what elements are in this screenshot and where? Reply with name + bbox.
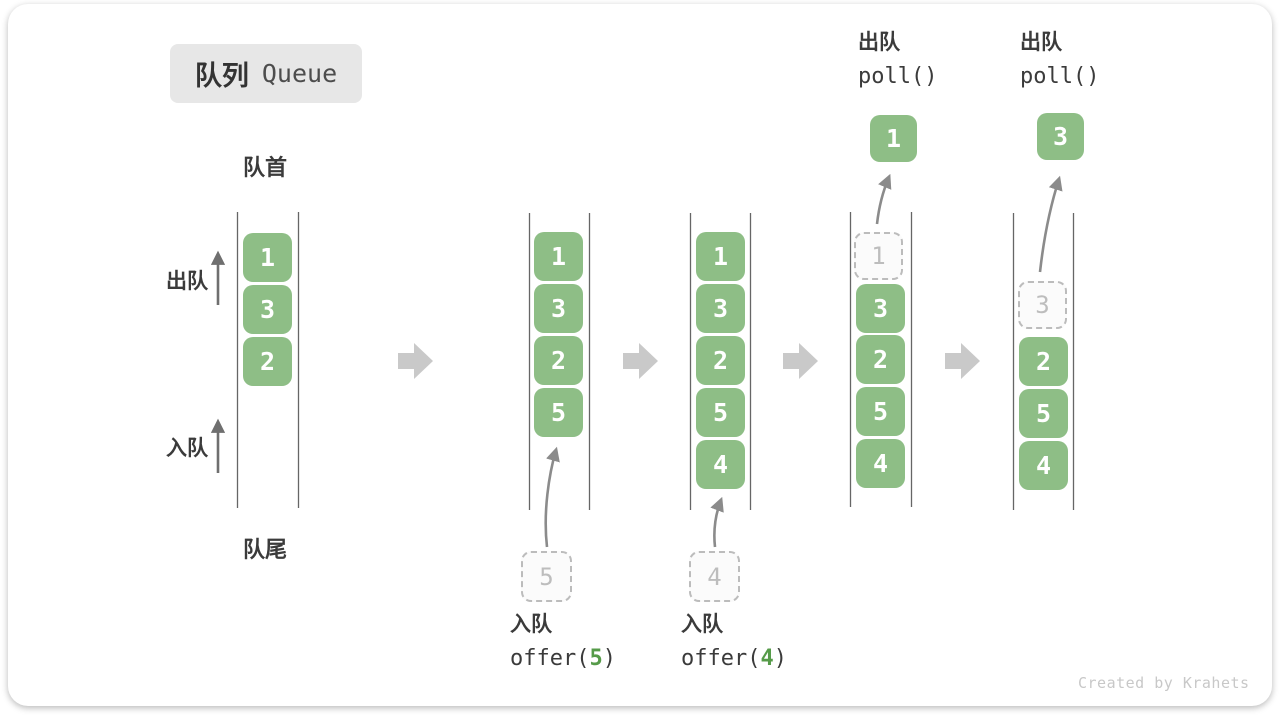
dequeue-operation: 出队 poll() [1020, 32, 1099, 88]
queue-item-box: 4 [856, 439, 905, 488]
queue-item-box: 3 [534, 284, 583, 333]
queue-front-label: 队首 [243, 155, 288, 180]
poll-code: poll() [858, 64, 938, 89]
queue-item-box: 2 [243, 337, 292, 386]
queue-item-box: 5 [534, 388, 583, 437]
enqueue-operation: 入队 offer(5) [510, 614, 616, 670]
offer-arg: 4 [760, 646, 774, 671]
offer-arg: 5 [589, 646, 603, 671]
diagram-card [8, 4, 1272, 706]
queue-item-box: 3 [696, 284, 745, 333]
offer-code: offer(5) [510, 646, 616, 671]
queue-item-box: 3 [243, 285, 292, 334]
queue-item-box: 2 [534, 336, 583, 385]
popped-item-box: 3 [1037, 113, 1084, 160]
title-zh: 队列 [194, 61, 249, 91]
queue-item-box: 3 [856, 284, 905, 333]
enqueue-operation: 入队 offer(4) [681, 614, 787, 670]
incoming-item-box: 4 [689, 551, 740, 602]
queue-item-box: 1 [243, 233, 292, 282]
queue-item-box: 4 [696, 440, 745, 489]
watermark: Created by Krahets [1078, 674, 1250, 692]
popped-item-box: 1 [870, 115, 917, 162]
queue-item-box: 2 [856, 335, 905, 384]
dequeue-operation: 出队 poll() [858, 32, 937, 88]
dequeue-op-label: 出队 [1020, 31, 1062, 54]
incoming-item-box: 5 [521, 551, 572, 602]
removed-item-box: 1 [854, 232, 903, 280]
queue-item-box: 5 [696, 388, 745, 437]
removed-item-box: 3 [1018, 281, 1067, 329]
enqueue-side-label: 入队 [166, 437, 208, 460]
queue-item-box: 2 [696, 336, 745, 385]
queue-item-box: 4 [1019, 441, 1068, 490]
queue-item-box: 5 [856, 387, 905, 436]
enqueue-op-label: 入队 [681, 613, 723, 636]
title-badge: 队列 Queue [170, 44, 362, 103]
enqueue-op-label: 入队 [510, 613, 552, 636]
queue-item-box: 1 [534, 232, 583, 281]
title-en: Queue [261, 59, 338, 88]
poll-code: poll() [1020, 64, 1100, 89]
dequeue-side-label: 出队 [166, 270, 208, 293]
queue-item-box: 2 [1019, 337, 1068, 386]
queue-rear-label: 队尾 [243, 537, 288, 562]
queue-item-box: 5 [1019, 389, 1068, 438]
queue-item-box: 1 [696, 232, 745, 281]
dequeue-op-label: 出队 [858, 31, 900, 54]
offer-code: offer(4) [681, 646, 787, 671]
